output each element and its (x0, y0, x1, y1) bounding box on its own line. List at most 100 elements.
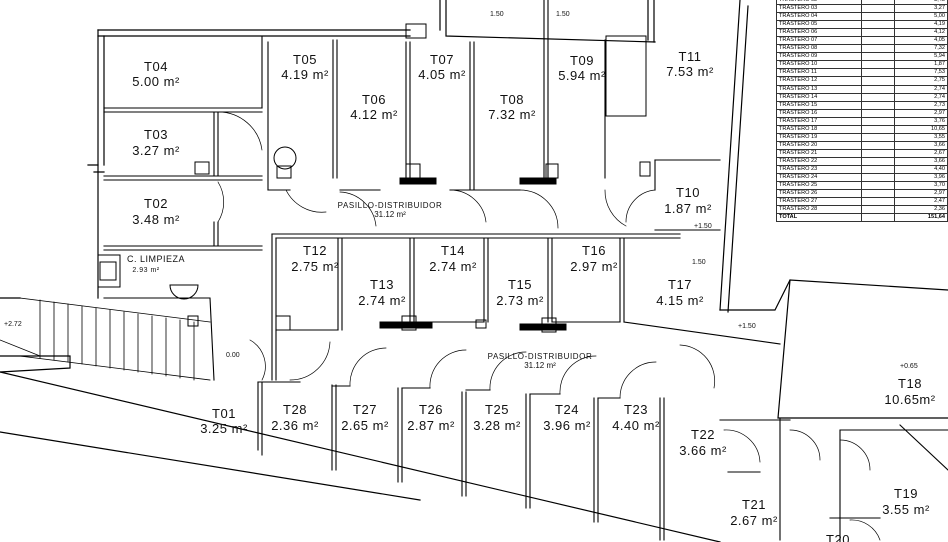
room-t25-area: 3.28 m² (473, 418, 521, 433)
table-cell-empty (861, 100, 895, 110)
room-t15-area: 2.73 m² (496, 293, 544, 308)
room-t13-area: 2.74 m² (358, 293, 406, 308)
level-mark: 1.50 (692, 259, 706, 266)
room-limpieza-area: 2.93 m² (132, 267, 159, 274)
table-cell-name: TRASTERO 20 (776, 140, 862, 150)
table-cell-value: 2,74 (894, 84, 948, 94)
table-cell-name: TRASTERO 21 (776, 148, 862, 158)
table-cell-name: TRASTERO 06 (776, 28, 862, 38)
table-cell-value: 151,64 (894, 213, 948, 223)
table-cell-value: 2,75 (894, 76, 948, 86)
table-cell-empty (861, 156, 895, 166)
table-cell-name: TRASTERO 05 (776, 20, 862, 30)
level-mark: +1.50 (738, 323, 756, 330)
table-cell-name: TOTAL (776, 213, 862, 223)
room-t19-code: T19 (894, 486, 918, 501)
room-t08-code: T08 (500, 92, 524, 107)
table-row: TRASTERO 16 2,97 (776, 108, 948, 118)
table-cell-empty (861, 84, 895, 94)
corridor-upper-area: 31.12 m² (374, 210, 406, 219)
room-t28-area: 2.36 m² (271, 418, 319, 433)
room-t12-code: T12 (303, 243, 327, 258)
room-t21-code: T21 (742, 497, 766, 512)
table-row: TRASTERO 21 2,67 (776, 148, 948, 158)
table-cell-value: 7,53 (894, 68, 948, 78)
room-t18-area: 10.65m² (884, 392, 935, 407)
table-cell-empty (861, 4, 895, 14)
table-cell-value: 7,32 (894, 44, 948, 54)
table-cell-value: 2,97 (894, 108, 948, 118)
table-cell-value: 3,66 (894, 156, 948, 166)
table-cell-empty (861, 197, 895, 207)
room-t10-code: T10 (676, 185, 700, 200)
table-cell-empty (861, 213, 895, 223)
table-cell-empty (861, 12, 895, 22)
room-t24-area: 3.96 m² (543, 418, 591, 433)
table-cell-empty (861, 76, 895, 86)
table-cell-name: TRASTERO 16 (776, 108, 862, 118)
room-t14-code: T14 (441, 243, 465, 258)
table-cell-value: 4,40 (894, 164, 948, 175)
room-t16-area: 2.97 m² (570, 259, 618, 274)
partitions (103, 0, 948, 542)
table-cell-value: 2,47 (894, 197, 948, 207)
room-t02-code: T02 (144, 196, 168, 211)
room-t03-area: 3.27 m² (132, 143, 180, 158)
room-t12-area: 2.75 m² (291, 259, 339, 274)
table-cell-empty (861, 205, 895, 215)
table-cell-value: 2,73 (894, 100, 948, 110)
table-cell-empty (861, 124, 895, 134)
room-labels: T04 5.00 m² T03 3.27 m² T02 3.48 m² C. L… (4, 11, 935, 542)
table-cell-value: 3,27 (894, 4, 948, 14)
table-cell-empty (861, 92, 895, 102)
room-t06-code: T06 (362, 92, 386, 107)
table-cell-empty (861, 108, 895, 118)
room-t15-code: T15 (508, 277, 532, 292)
room-t11-code: T11 (679, 49, 702, 64)
room-t24-code: T24 (555, 402, 579, 417)
table-cell-empty (861, 68, 895, 78)
room-t20-code: T20 (826, 532, 850, 542)
table-cell-value: 3,76 (894, 116, 948, 126)
room-t04-code: T04 (144, 59, 168, 74)
table-cell-value: 1,87 (894, 60, 948, 70)
table-cell-name: TRASTERO 23 (776, 164, 862, 175)
table-cell-name: TRASTERO 24 (776, 173, 862, 183)
table-cell-name: TRASTERO 18 (776, 124, 862, 134)
level-mark: 0.00 (226, 352, 240, 359)
room-t18-code: T18 (898, 376, 922, 391)
corridor-lower-area: 31.12 m² (524, 361, 556, 370)
table-cell-value: 5,00 (894, 12, 948, 22)
table-cell-name: TRASTERO 07 (776, 36, 862, 46)
door-swings (217, 111, 881, 541)
room-t26-code: T26 (419, 402, 443, 417)
room-t09-code: T09 (570, 53, 594, 68)
room-t16-code: T16 (582, 243, 606, 258)
room-t11-area: 7.53 m² (666, 64, 714, 79)
room-t23-area: 4.40 m² (612, 418, 660, 433)
room-t04-area: 5.00 m² (132, 74, 180, 89)
room-t23-code: T23 (624, 402, 648, 417)
room-t10-area: 1.87 m² (664, 201, 712, 216)
level-mark: +2.72 (4, 321, 22, 328)
table-cell-empty (861, 60, 895, 70)
room-t22-area: 3.66 m² (679, 443, 727, 458)
table-cell-empty (861, 132, 895, 142)
room-t07-area: 4.05 m² (418, 67, 466, 82)
table-cell-value: 2,74 (894, 92, 948, 102)
table-cell-value: 5,94 (894, 52, 948, 62)
table-cell-value: 2,67 (894, 148, 948, 158)
